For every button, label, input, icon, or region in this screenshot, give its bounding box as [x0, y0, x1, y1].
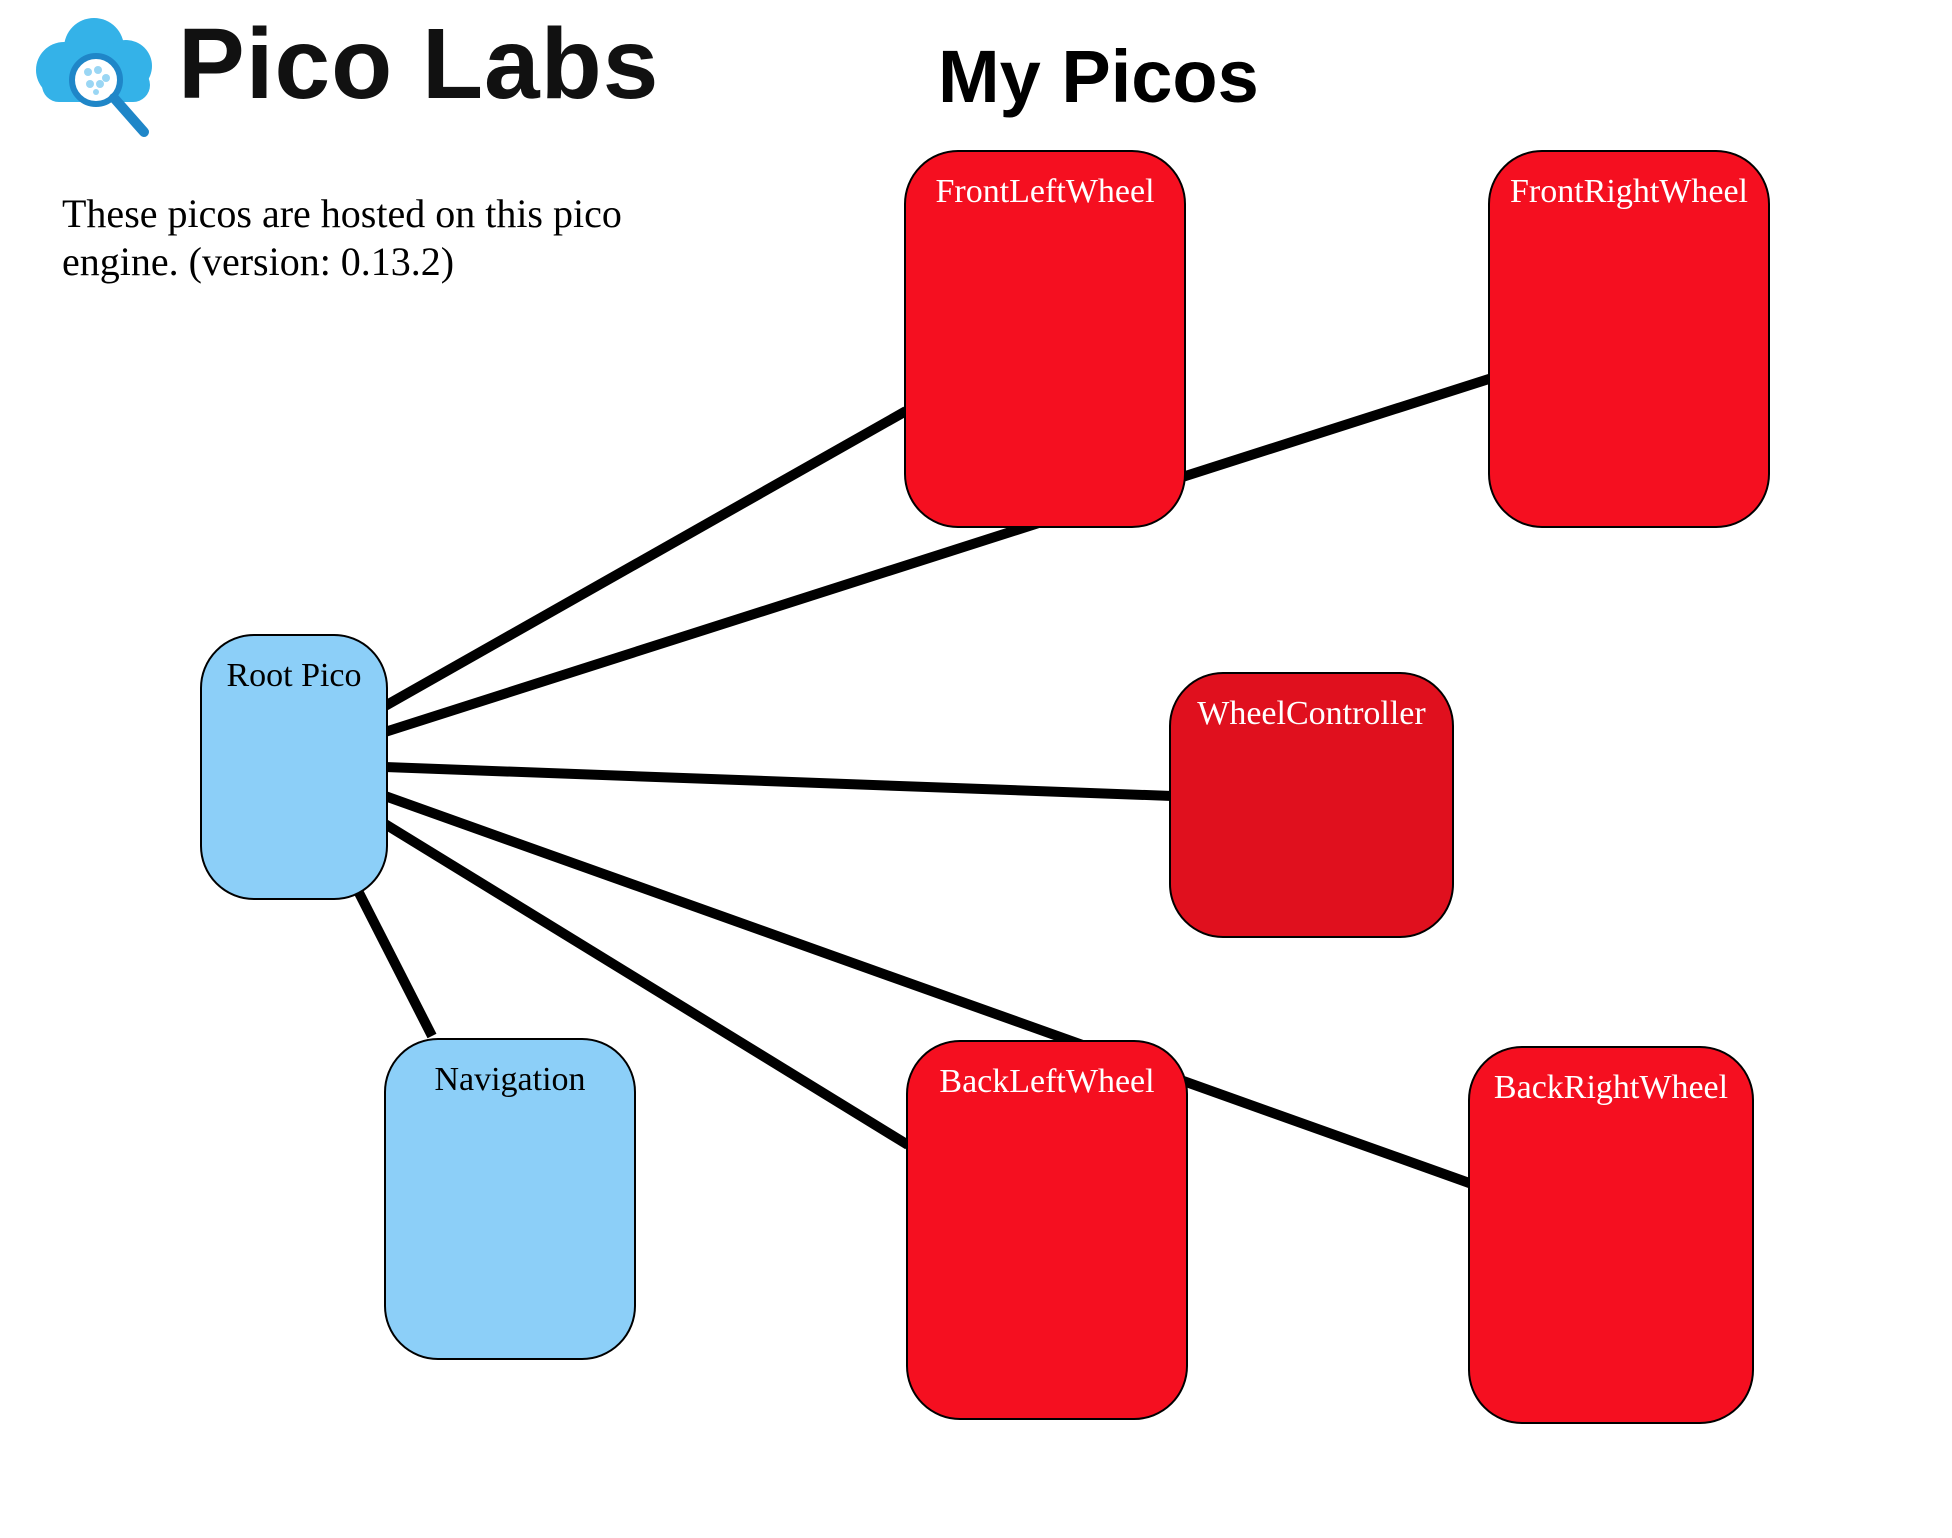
edge-root-back-right-wheel — [383, 791, 1474, 1189]
brand-name: Pico Labs — [178, 8, 660, 120]
edge-root-front-right-wheel — [383, 373, 1494, 737]
pico-wheel-controller[interactable]: WheelController — [1169, 672, 1454, 938]
pico-label: Navigation — [434, 1061, 586, 1098]
pico-back-left-wheel[interactable]: BackLeftWheel — [906, 1040, 1188, 1420]
edge-root-front-left-wheel — [382, 406, 909, 711]
pico-label: FrontLeftWheel — [935, 173, 1155, 210]
pico-label: BackLeftWheel — [939, 1063, 1155, 1100]
engine-info-text: These picos are hosted on this pico engi… — [62, 191, 622, 284]
pico-label: BackRightWheel — [1493, 1069, 1729, 1106]
pico-front-right-wheel[interactable]: FrontRightWheel — [1488, 150, 1770, 528]
pico-label: WheelController — [1197, 695, 1426, 732]
cloud-magnifier-icon[interactable] — [28, 8, 160, 140]
pico-label: FrontRightWheel — [1510, 173, 1748, 210]
pico-navigation[interactable]: Navigation — [384, 1038, 636, 1360]
edge-root-wheel-controller — [384, 762, 1173, 801]
pico-back-right-wheel[interactable]: BackRightWheel — [1468, 1046, 1754, 1424]
pico-root[interactable]: Root Pico — [200, 634, 388, 900]
page-title: My Picos — [938, 35, 1259, 118]
pico-front-left-wheel[interactable]: FrontLeftWheel — [904, 150, 1186, 528]
pico-label: Root Pico — [226, 657, 362, 694]
edge-root-back-left-wheel — [382, 819, 911, 1150]
edge-root-navigation — [350, 882, 437, 1039]
